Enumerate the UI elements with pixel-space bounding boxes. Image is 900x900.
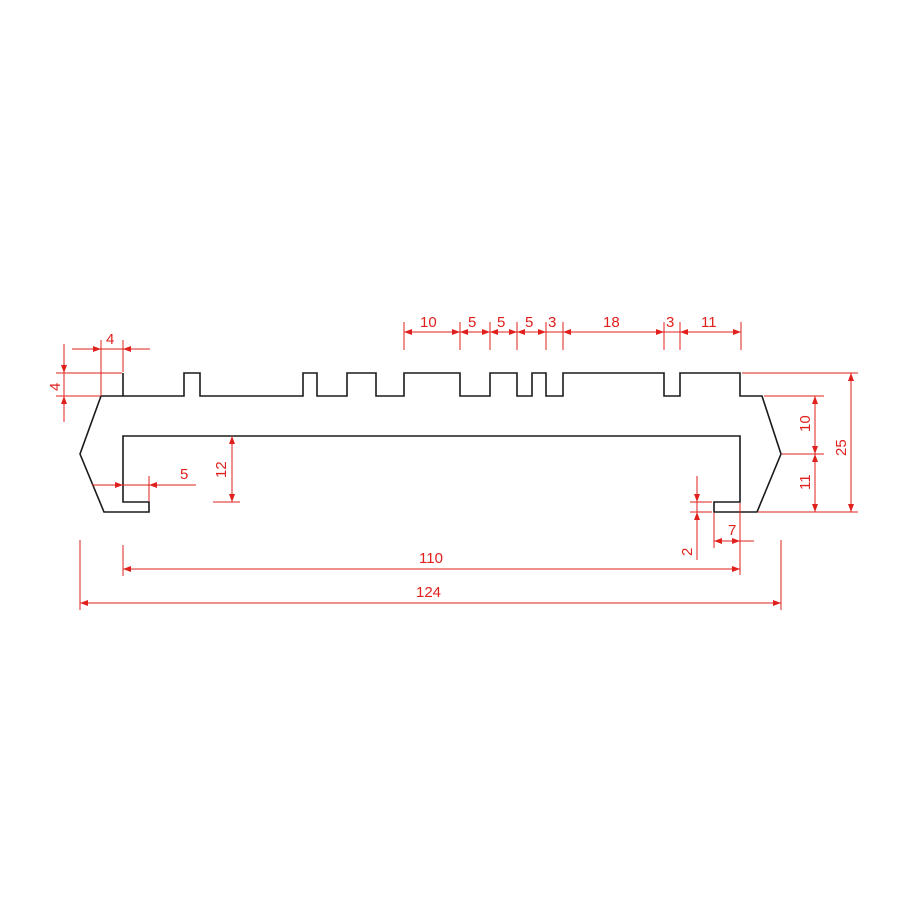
dim-label: 3 [548, 314, 556, 331]
dim-label: 18 [603, 314, 620, 331]
dim-right-lip: 7 [713, 503, 754, 575]
dim-label: 4 [47, 383, 64, 391]
dim-label: 5 [525, 314, 533, 331]
dim-label: 2 [679, 548, 696, 556]
dim-overall-width: 124 [79, 540, 782, 610]
dim-label: 3 [666, 314, 674, 331]
dim-label: 110 [419, 550, 443, 567]
dim-label: 7 [728, 522, 736, 539]
dim-label: 10 [420, 314, 437, 331]
dim-label: 10 [797, 415, 814, 432]
profile-outline [79, 372, 782, 513]
dim-inner-width: 110 [122, 545, 740, 576]
dim-left-top-height: 4 [47, 344, 122, 422]
dim-left-top-width: 4 [72, 331, 150, 396]
dim-label: 5 [497, 314, 505, 331]
dim-lip-width-left: 5 [92, 466, 196, 501]
dim-right-heights: 10 11 25 [742, 372, 858, 513]
dim-label: 5 [468, 314, 476, 331]
dim-right-gap: 2 [679, 476, 712, 560]
dim-label: 124 [416, 584, 441, 601]
dim-top-chain: 10 5 5 5 3 18 3 11 [403, 314, 742, 350]
dim-label: 25 [833, 439, 850, 456]
dim-label: 5 [180, 466, 188, 483]
dim-label: 12 [213, 461, 230, 478]
dim-label: 11 [797, 474, 814, 490]
dim-label: 4 [106, 331, 114, 348]
dim-label: 11 [701, 314, 717, 331]
dim-inner-height: 12 [213, 436, 240, 503]
